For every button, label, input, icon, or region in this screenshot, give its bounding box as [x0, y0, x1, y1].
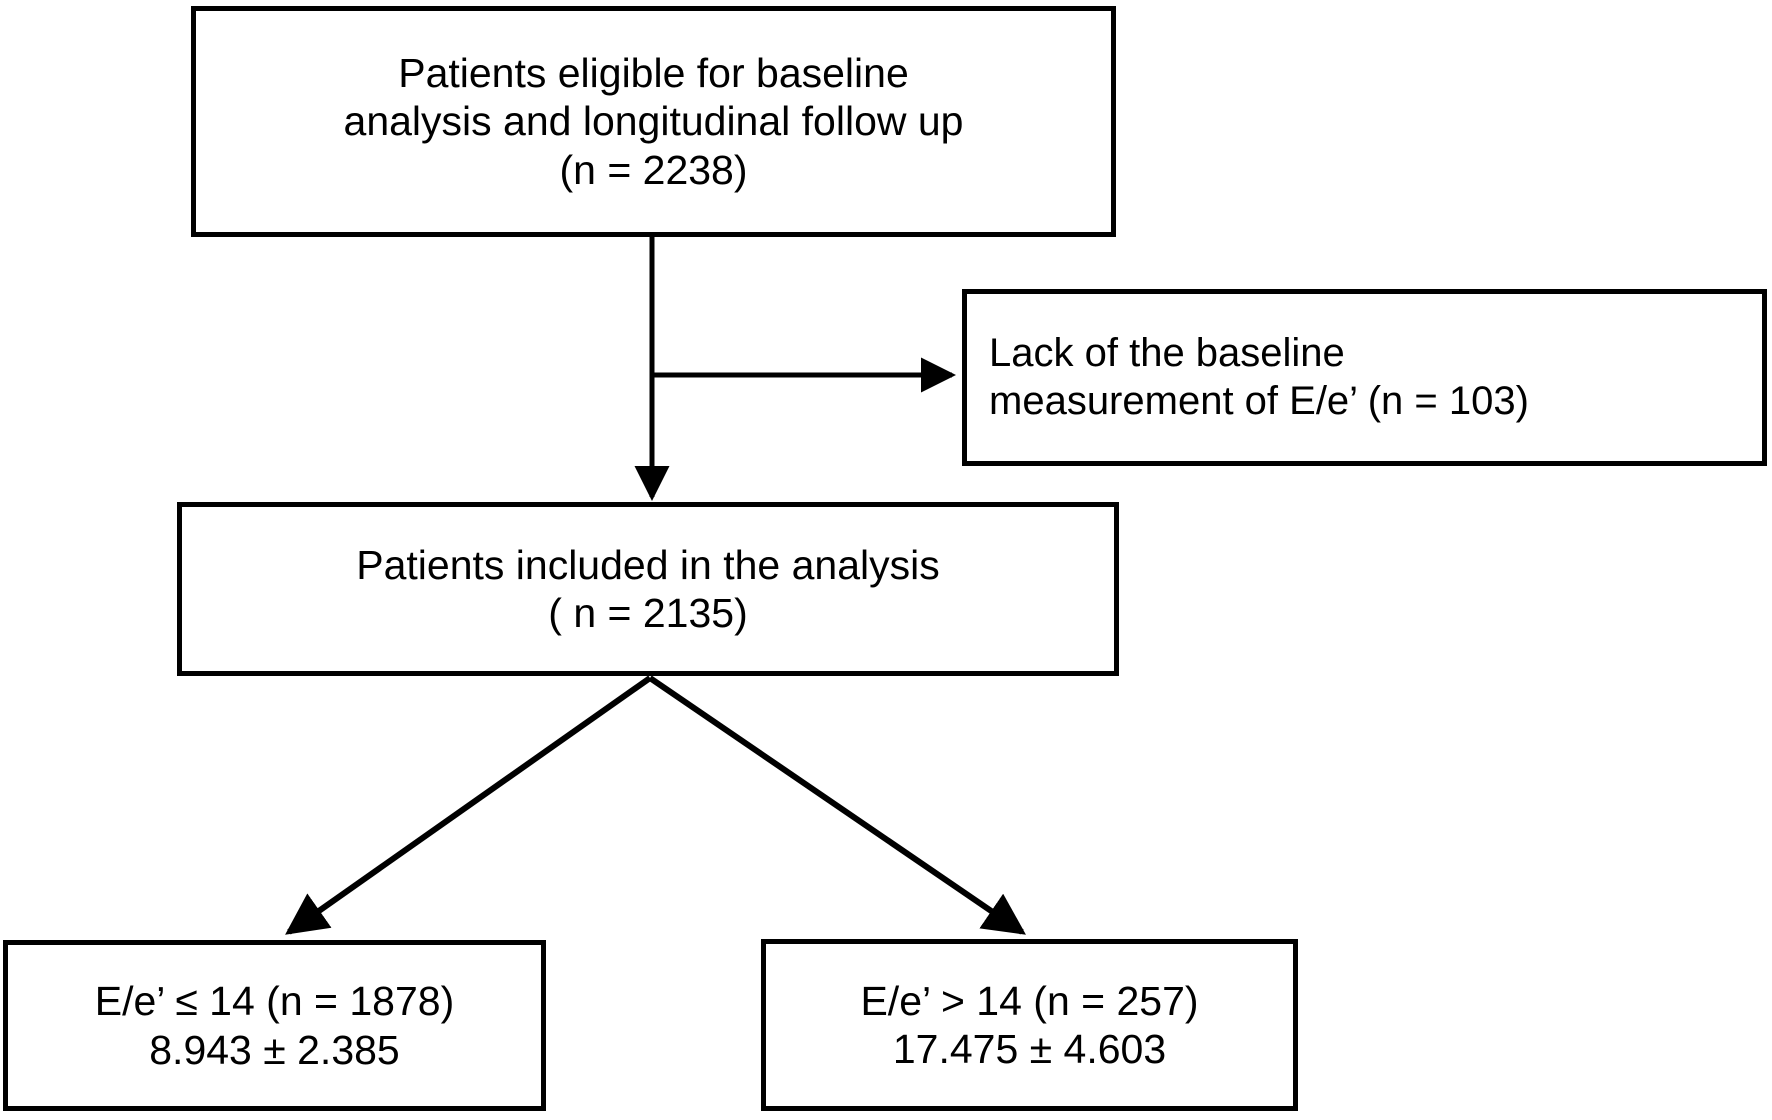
node-high-line-1: E/e’ > 14 (n = 257): [860, 977, 1199, 1024]
edge-included-to-low-group: [285, 675, 652, 935]
node-excluded-line-2: measurement of E/e’ (n = 103): [989, 378, 1529, 423]
node-eligible-line-1: Patients eligible for baseline: [398, 49, 909, 96]
node-patients-included: Patients included in the analysis ( n = …: [177, 502, 1119, 676]
node-eligible-line-2: analysis and longitudinal follow up: [343, 98, 964, 145]
node-high-line-2: 17.475 ± 4.603: [892, 1026, 1167, 1072]
node-excluded-line-1: Lack of the baseline: [989, 331, 1345, 376]
node-eligible-line-3: (n = 2238): [559, 146, 748, 193]
node-subgroup-high-ee: E/e’ > 14 (n = 257) 17.475 ± 4.603: [761, 939, 1298, 1111]
node-included-line-1: Patients included in the analysis: [356, 541, 940, 588]
node-low-line-1: E/e’ ≤ 14 (n = 1878): [94, 978, 455, 1025]
node-low-line-2: 8.943 ± 2.385: [149, 1026, 400, 1073]
node-subgroup-low-ee: E/e’ ≤ 14 (n = 1878) 8.943 ± 2.385: [3, 940, 546, 1111]
node-excluded-lack-of-baseline: Lack of the baseline measurement of E/e’…: [962, 289, 1767, 466]
edge-included-to-high-group: [648, 675, 1026, 935]
node-patients-eligible: Patients eligible for baseline analysis …: [191, 6, 1116, 237]
node-included-line-2: ( n = 2135): [548, 590, 748, 636]
